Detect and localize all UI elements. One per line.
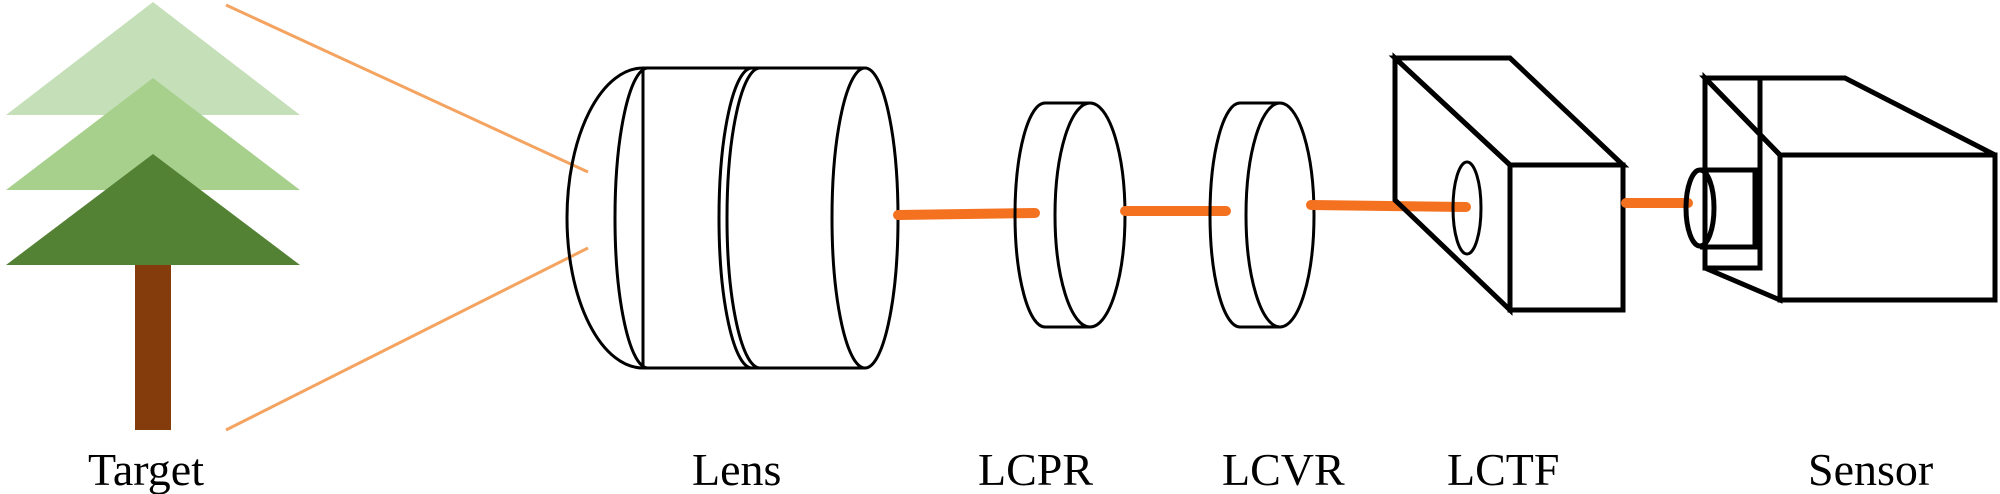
- lens-cylinder: [565, 66, 900, 370]
- tree-top-tier: [6, 2, 300, 115]
- sensor-camera: [1683, 71, 1998, 304]
- beam-lcvr-to-lctf: [1306, 200, 1471, 212]
- target-label: Target: [88, 444, 204, 494]
- tree-trunk: [135, 265, 171, 430]
- lcvr-retarder: [1208, 101, 1316, 329]
- sensor-label: Sensor: [1808, 444, 1933, 494]
- lcvr-label: LCVR: [1222, 444, 1345, 494]
- beam-lens-to-lcpr: [893, 208, 1040, 220]
- lctf-label: LCTF: [1447, 444, 1559, 494]
- target-tree: [6, 2, 300, 430]
- lctf-filter: [1388, 52, 1630, 316]
- tree-bottom-tier: [6, 154, 300, 265]
- lcpr-retarder: [1013, 101, 1127, 329]
- lens-label: Lens: [692, 444, 781, 494]
- lcpr-label: LCPR: [978, 444, 1093, 494]
- lower-ray: [225, 246, 589, 432]
- tree-middle-tier: [6, 78, 300, 190]
- upper-ray: [225, 3, 589, 174]
